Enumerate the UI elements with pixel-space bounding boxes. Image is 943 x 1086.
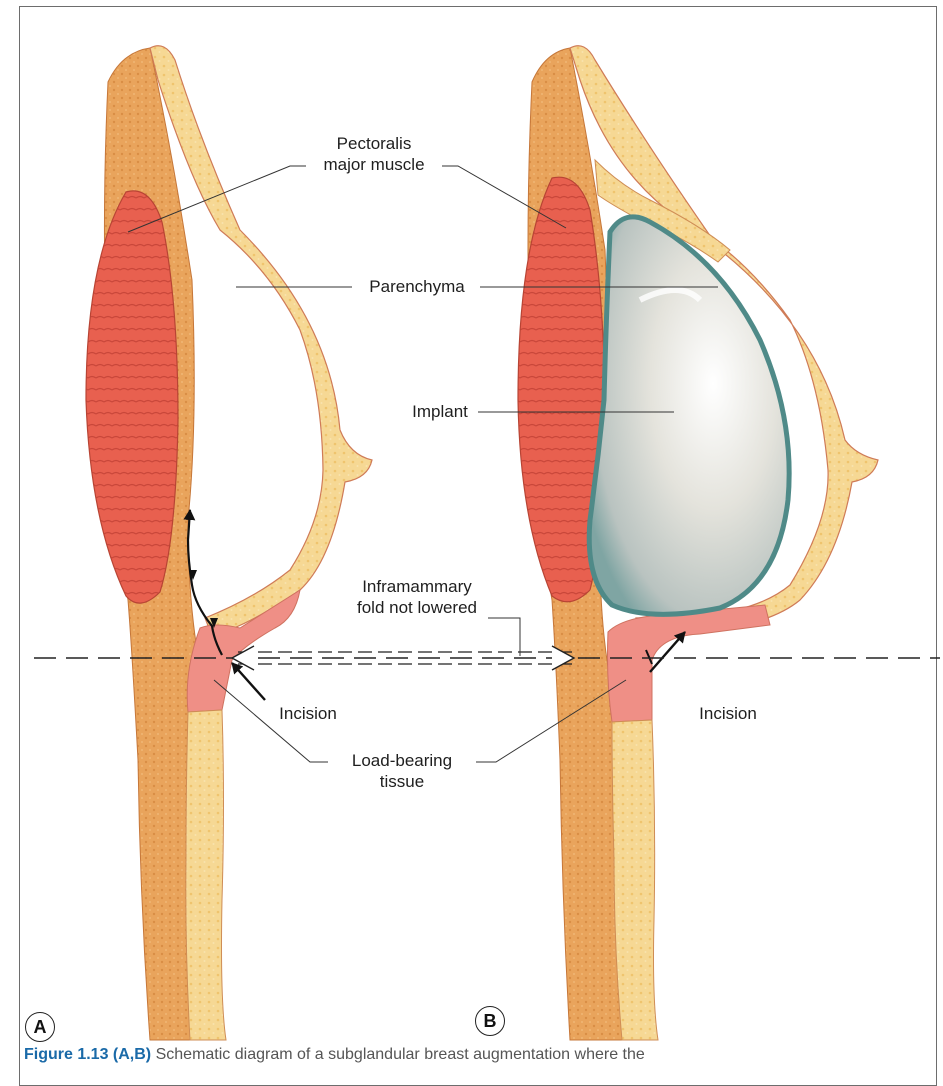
label-incision-a: Incision	[270, 703, 346, 724]
panel-label-b: B	[475, 1006, 505, 1036]
caption-text: Schematic diagram of a subglandular brea…	[156, 1046, 645, 1063]
incision-arrow-a	[232, 663, 265, 700]
figure-caption: Figure 1.13 (A,B) Schematic diagram of a…	[24, 1046, 645, 1064]
label-load-bearing-tissue: Load-bearing tissue	[328, 750, 476, 792]
label-pectoralis-major: Pectoralis major muscle	[306, 133, 442, 175]
label-incision-b: Incision	[690, 703, 766, 724]
implant	[589, 217, 789, 614]
label-implant: Implant	[402, 401, 478, 422]
pectoralis-muscle-a	[86, 191, 178, 603]
lower-fat-column-a	[186, 710, 226, 1040]
label-parenchyma: Parenchyma	[356, 276, 478, 297]
panel-a-anatomy	[86, 46, 372, 1040]
leader-inframammary	[488, 618, 520, 656]
panel-label-a: A	[25, 1012, 55, 1042]
label-inframammary-fold: Inframammary fold not lowered	[346, 576, 488, 618]
caption-figure-label: Figure 1.13 (A,B)	[24, 1046, 151, 1063]
lower-fat-column-b	[612, 720, 658, 1040]
panel-b-anatomy	[518, 46, 878, 1040]
